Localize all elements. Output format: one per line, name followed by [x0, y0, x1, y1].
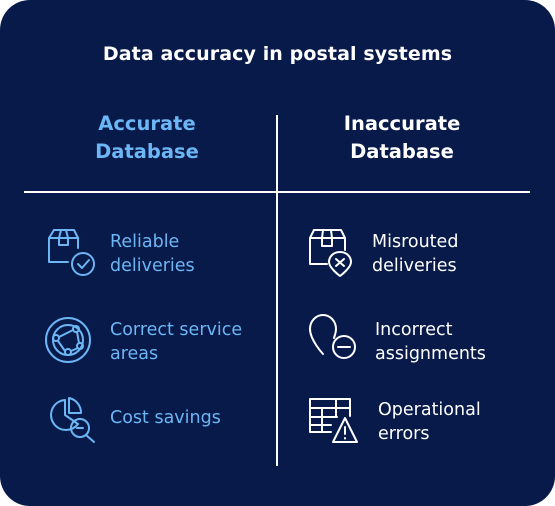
label-line: Cost savings [110, 408, 221, 428]
table-warning-icon [309, 398, 358, 443]
label-line: assignments [375, 344, 486, 364]
inaccurate-item-label: Incorrect assignments [375, 318, 486, 366]
accurate-item-label: Cost savings [110, 406, 221, 430]
accurate-item-label: Reliable deliveries [110, 230, 195, 278]
pie-chart-search-icon [50, 397, 95, 443]
location-minus-icon [309, 314, 356, 359]
accurate-heading-line-1: Accurate [98, 112, 196, 135]
package-error-icon [309, 229, 352, 277]
inaccurate-heading-line-1: Inaccurate [343, 112, 461, 135]
page-title: Data accuracy in postal systems [102, 43, 453, 65]
label-line: Operational [378, 400, 481, 420]
accurate-heading: Accurate Database [22, 110, 272, 166]
label-line: Correct service [110, 320, 243, 340]
label-line: deliveries [372, 256, 457, 276]
label-line: Incorrect [375, 320, 453, 340]
inaccurate-item-label: Misrouted deliveries [372, 230, 458, 278]
accurate-item-label: Correct service areas [110, 318, 242, 366]
label-line: deliveries [110, 256, 195, 276]
accurate-heading-line-2: Database [95, 140, 199, 163]
package-check-icon [48, 229, 95, 276]
vertical-divider [276, 115, 278, 466]
label-line: Misrouted [372, 232, 459, 252]
label-line: areas [110, 344, 159, 364]
inaccurate-heading: Inaccurate Database [277, 110, 527, 166]
label-line: errors [378, 424, 430, 444]
label-line: Reliable [110, 232, 180, 252]
inaccurate-item-label: Operational errors [378, 398, 481, 446]
inaccurate-heading-line-2: Database [350, 140, 454, 163]
globe-network-icon [45, 317, 91, 363]
